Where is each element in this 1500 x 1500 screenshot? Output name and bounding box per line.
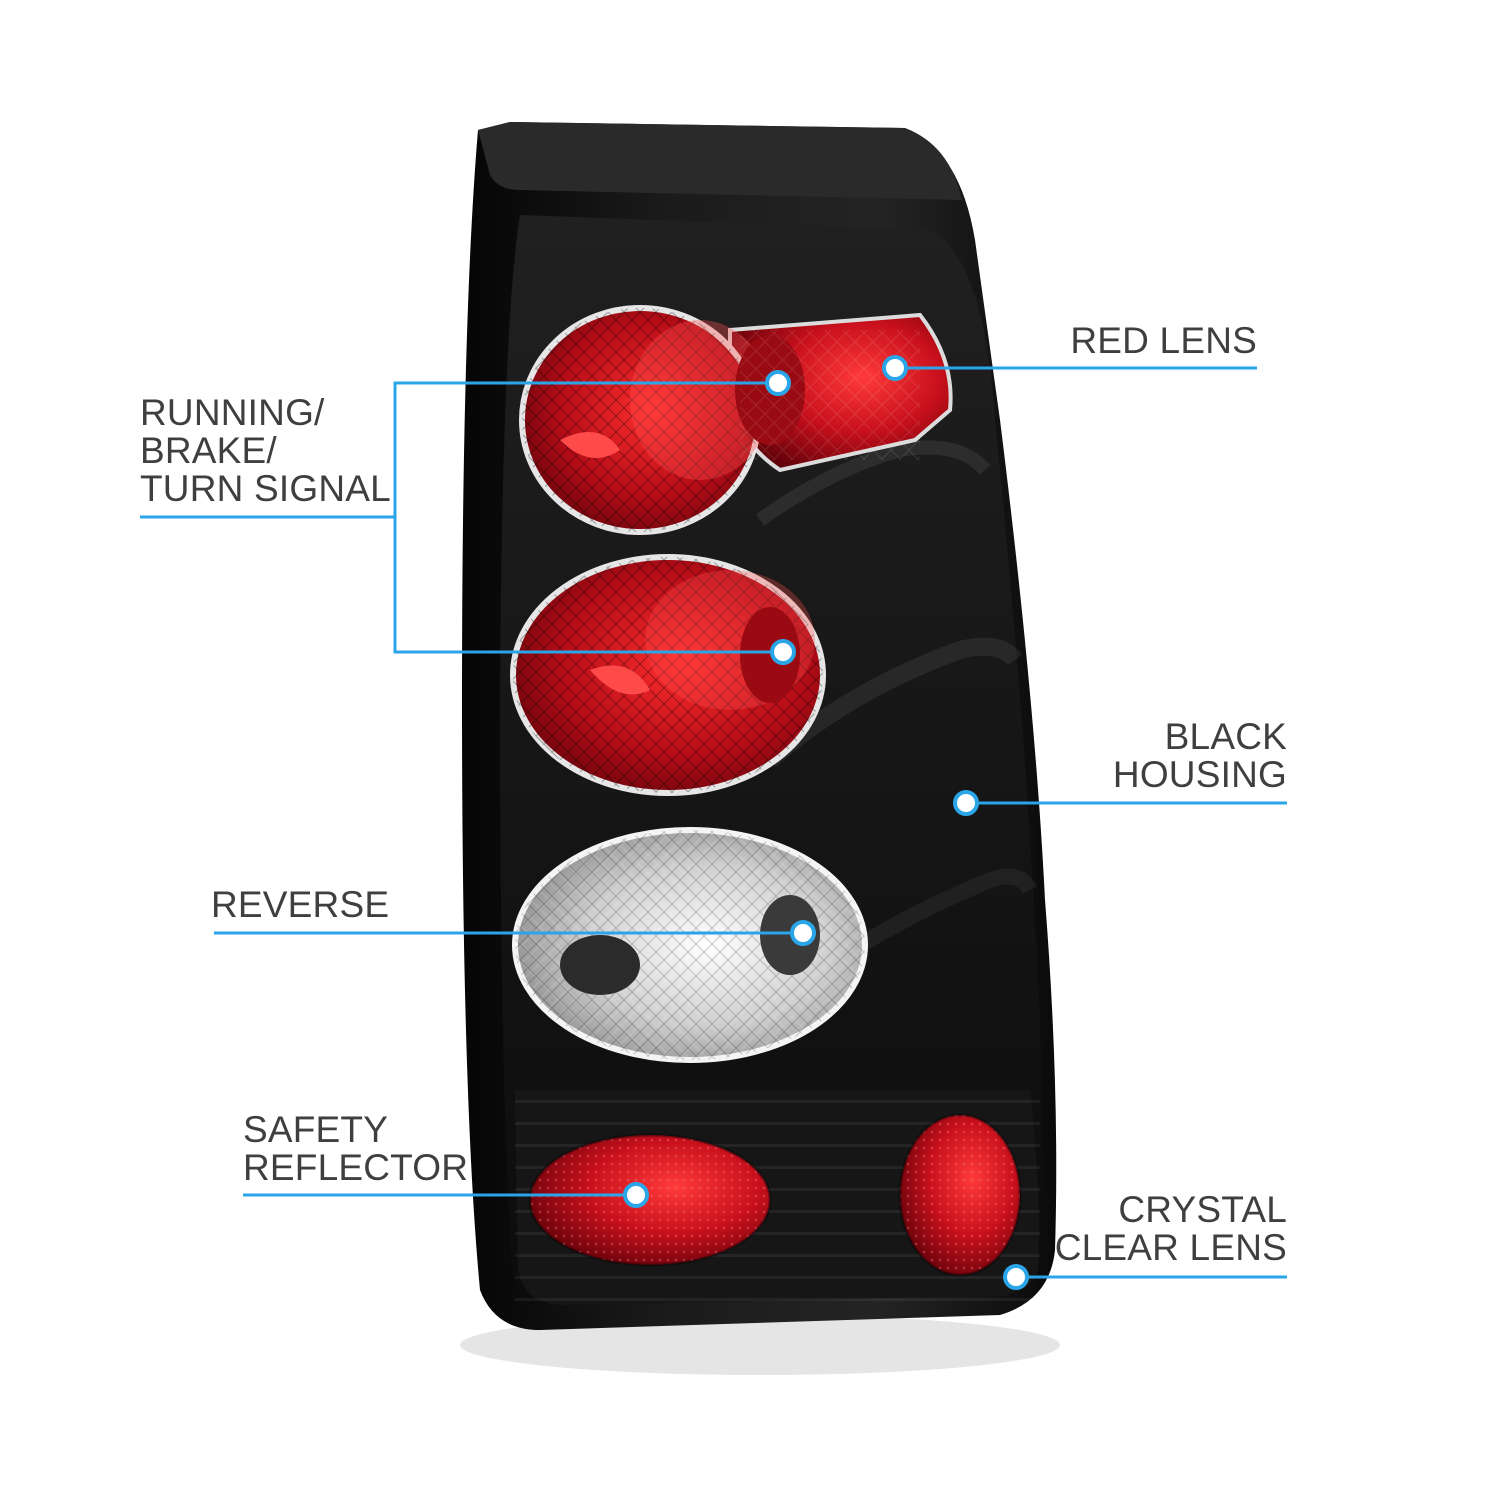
label-safety-reflector: SAFETY REFLECTOR [243, 1111, 468, 1187]
label-black-housing: BLACK HOUSING [1113, 718, 1287, 794]
callout-dots [623, 355, 1029, 1290]
label-safety-reflector-line-1: SAFETY [243, 1109, 389, 1150]
label-red-lens-line: RED LENS [1070, 320, 1257, 361]
callout-dot-crystal-clear [1003, 1264, 1029, 1290]
callout-dot-black-housing [953, 790, 979, 816]
label-crystal-clear-line-1: CRYSTAL [1118, 1189, 1287, 1230]
label-crystal-clear-line-2: CLEAR LENS [1054, 1227, 1287, 1268]
callout-dot-safety-reflector [623, 1182, 649, 1208]
label-running-brake-turn: RUNNING/ BRAKE/ TURN SIGNAL [140, 394, 391, 508]
housing-top-lip [478, 122, 962, 200]
label-crystal-clear-lens: CRYSTAL CLEAR LENS [1055, 1191, 1287, 1267]
label-running-line-1: RUNNING/ [140, 392, 325, 433]
label-safety-reflector-line-2: REFLECTOR [243, 1147, 469, 1188]
callout-dot-running-middle [770, 639, 796, 665]
label-running-line-3: TURN SIGNAL [140, 468, 391, 509]
callout-dot-running-top [765, 370, 791, 396]
label-reverse-line: REVERSE [211, 884, 390, 925]
label-black-housing-line-2: HOUSING [1112, 754, 1287, 795]
label-reverse: REVERSE [211, 886, 389, 924]
label-running-line-2: BRAKE/ [140, 430, 277, 471]
callout-dot-red-lens [882, 355, 908, 381]
ground-shadow [460, 1315, 1060, 1375]
label-black-housing-line-1: BLACK [1164, 716, 1287, 757]
callout-dot-reverse [790, 920, 816, 946]
callout-lines [140, 366, 1287, 1279]
label-red-lens: RED LENS [1070, 322, 1257, 360]
